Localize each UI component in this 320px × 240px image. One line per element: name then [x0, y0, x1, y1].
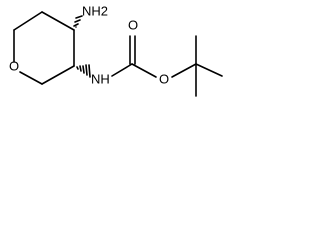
ring-bond-c6-ctop [13, 11, 43, 31]
structure-svg: NH2 O NH O O [9, 3, 223, 97]
bond-carbonyl-c-ester-o [131, 63, 157, 78]
hashed-bond-c4-nh2 [73, 15, 83, 28]
ester-oxygen-label: O [159, 71, 169, 86]
ring-oxygen-label: O [9, 58, 19, 73]
carbonyl-oxygen-label: O [128, 17, 138, 32]
amine-nh2-label: NH2 [82, 3, 108, 18]
ring-bond-c2-o [19, 71, 43, 85]
ring-bond-ctop-c4 [41, 11, 75, 31]
ring-bond-c3-c2 [41, 65, 75, 85]
hashed-bond-c3-nh [76, 64, 91, 78]
bond-tbu-methyl-right [195, 63, 223, 77]
bond-nh-carbonyl-c [111, 63, 133, 77]
chemical-structure-diagram: NH2 O NH O O [0, 0, 254, 108]
carbamate-nh-label: NH [91, 71, 110, 86]
bond-ester-o-tbu-c [171, 63, 197, 78]
